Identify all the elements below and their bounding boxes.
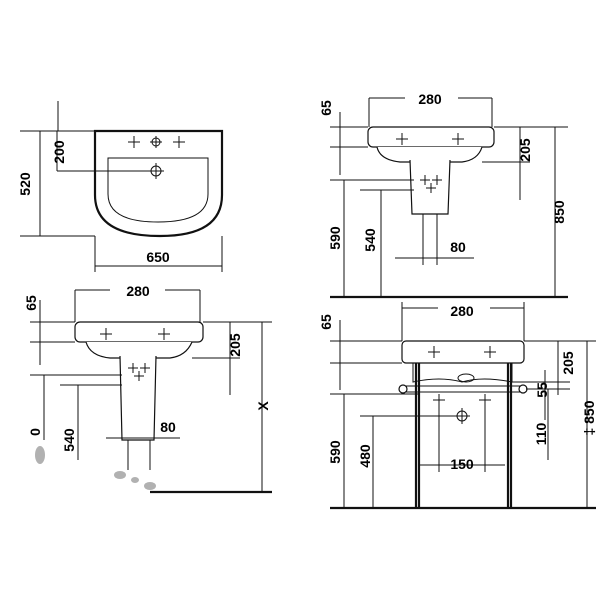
side-pedestal-right-view: 280 65 205 850 590 540 80 xyxy=(318,91,568,299)
basin-bowl-frame xyxy=(412,363,513,383)
dim-label-0-left: 0 xyxy=(27,428,43,436)
dim-label-540-right: 540 xyxy=(362,228,378,252)
basin-bowl-plan xyxy=(107,157,209,223)
dim-label-205-right: 205 xyxy=(517,138,533,162)
dim-label-280-left: 280 xyxy=(126,283,150,299)
basin-bowl-side-left xyxy=(85,341,193,359)
dim-line-205-frame xyxy=(512,340,596,395)
dim-label-850-right: 850 xyxy=(551,200,567,224)
top-plan-view: 520 200 650 xyxy=(17,101,224,272)
towel-rail xyxy=(404,385,522,393)
dim-label-200: 200 xyxy=(51,140,67,164)
dim-line-540-right xyxy=(360,189,414,297)
dim-label-850-frame: ‡ 850 xyxy=(581,400,597,435)
dim-line-280-left xyxy=(74,289,201,322)
dim-line-540-left xyxy=(60,384,122,460)
supply-fittings-frame xyxy=(433,394,491,424)
dim-label-205-frame: 205 xyxy=(560,351,576,375)
dim-label-590-right: 590 xyxy=(327,226,343,250)
dim-label-80-left: 80 xyxy=(160,419,176,435)
dim-line-590-right xyxy=(330,179,414,297)
dim-label-65-left: 65 xyxy=(23,295,39,311)
basin-bowl-side-right xyxy=(376,146,483,163)
dim-line-0-left xyxy=(30,374,122,440)
dim-label-55-frame: 55 xyxy=(534,382,550,398)
tap-holes-plan xyxy=(128,136,185,148)
dim-line-650 xyxy=(94,236,223,272)
dim-line-200 xyxy=(56,101,148,172)
dim-line-280-frame xyxy=(401,302,525,341)
drain-plan xyxy=(148,163,164,179)
pedestal-left xyxy=(119,355,157,441)
frame-leg-right xyxy=(506,363,513,508)
rail-end-right xyxy=(518,384,528,394)
basin-rim-frame xyxy=(401,340,525,364)
dim-line-480-frame xyxy=(360,415,454,508)
basin-rim-side-right xyxy=(367,126,495,148)
tap-marks-side-left xyxy=(100,328,170,381)
dim-line-65-frame xyxy=(330,320,402,390)
dim-line-65-left xyxy=(30,300,75,365)
side-frame-view: 280 65 205 55 110 ‡ 850 590 480 150 xyxy=(318,302,597,510)
blurred-artifact xyxy=(35,446,156,490)
dim-label-110-frame: 110 xyxy=(533,422,549,445)
tap-marks-frame xyxy=(428,346,496,383)
dim-line-590-frame xyxy=(330,393,419,508)
dim-label-65-frame: 65 xyxy=(318,314,334,330)
dim-label-x-left: X xyxy=(255,401,271,411)
dim-line-110-frame xyxy=(526,388,570,460)
rail-end-left xyxy=(398,384,408,394)
dim-line-205-left xyxy=(192,321,272,395)
dim-line-80-right xyxy=(395,214,474,265)
dim-label-480-frame: 480 xyxy=(357,444,373,468)
dim-line-205-right xyxy=(482,126,568,200)
dim-label-205-left: 205 xyxy=(227,333,243,357)
basin-outline-plan xyxy=(93,129,224,238)
side-pedestal-left-view: 280 65 205 X 0 540 80 xyxy=(23,283,272,494)
dim-label-280-right: 280 xyxy=(418,91,442,107)
pedestal-right xyxy=(409,159,451,215)
dim-line-80-left xyxy=(106,437,180,470)
tap-marks-side-right xyxy=(396,133,464,193)
basin-rim-side-left xyxy=(74,321,204,343)
dim-label-150-frame: 150 xyxy=(450,456,474,472)
dim-line-280-right xyxy=(368,97,493,127)
frame-leg-left xyxy=(414,363,421,508)
dim-label-650: 650 xyxy=(146,249,170,265)
dim-label-280-frame: 280 xyxy=(450,303,474,319)
dim-line-150-frame xyxy=(420,406,505,472)
dim-label-65-right: 65 xyxy=(318,100,334,116)
dim-label-540-left: 540 xyxy=(61,428,77,452)
dim-label-80-right: 80 xyxy=(450,239,466,255)
dim-label-520: 520 xyxy=(17,172,33,196)
dim-line-65-right xyxy=(330,112,368,175)
dim-label-590-frame: 590 xyxy=(327,440,343,464)
